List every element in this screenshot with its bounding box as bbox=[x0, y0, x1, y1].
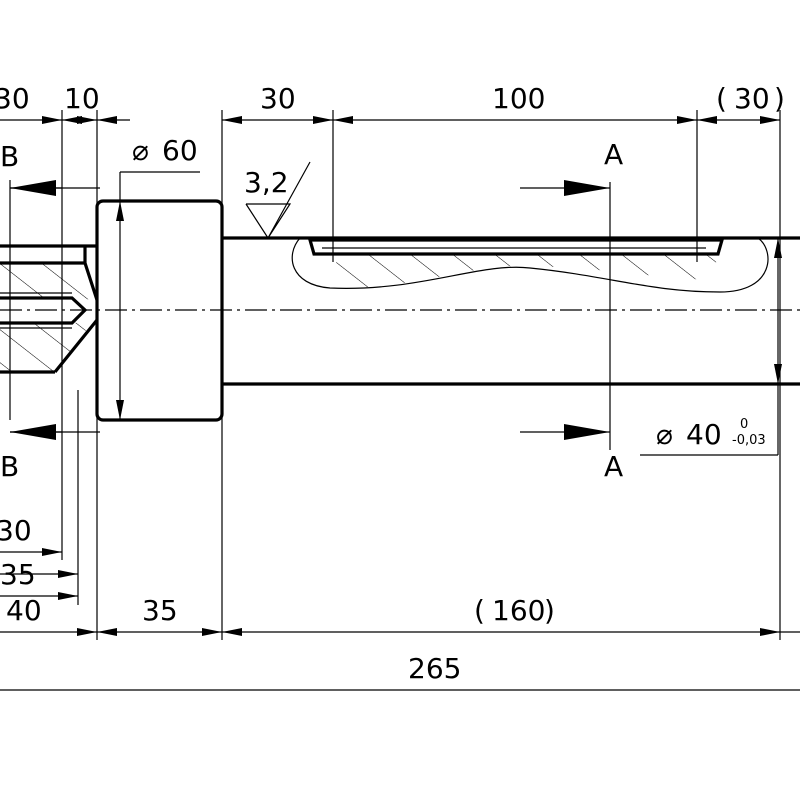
dim-10: 10 bbox=[64, 82, 100, 115]
dimension-lines bbox=[0, 110, 800, 691]
labels: 30 10 30 100 ( 30 ) ⌀ 60 3,2 A A B B ⌀ 4… bbox=[0, 82, 785, 685]
section-label-b-top: B bbox=[0, 140, 19, 173]
dim-dia-40: 40 bbox=[686, 418, 722, 451]
part-outline bbox=[0, 182, 800, 450]
dim-35-left: 35 bbox=[0, 558, 36, 591]
section-arrows bbox=[10, 180, 610, 440]
dim-30-ref-paren-close: ) bbox=[774, 82, 785, 115]
dim-dia-60: 60 bbox=[162, 134, 198, 167]
dim-35: 35 bbox=[142, 594, 178, 627]
dim-30-top-left: 30 bbox=[0, 82, 30, 115]
diameter-symbol-40: ⌀ bbox=[656, 418, 673, 451]
dim-dia-40-tol-lower: -0,03 bbox=[732, 433, 766, 448]
break-out-curve bbox=[291, 237, 769, 293]
dim-dia-40-tol-upper: 0 bbox=[740, 417, 748, 432]
dim-30-ref-paren-open: ( bbox=[716, 82, 727, 115]
left-hatch-area-2 bbox=[0, 322, 92, 372]
dim-160: 160 bbox=[492, 594, 545, 627]
dim-40: 40 bbox=[6, 594, 42, 627]
dim-30-ref: 30 bbox=[734, 82, 770, 115]
keyway bbox=[307, 238, 725, 256]
diameter-symbol-60: ⌀ bbox=[132, 134, 149, 167]
keyway-hatch bbox=[335, 254, 718, 288]
left-hatch-area bbox=[0, 263, 97, 300]
dim-265: 265 bbox=[408, 652, 461, 685]
section-label-a-bottom: A bbox=[604, 450, 623, 483]
dim-160-paren-close: ) bbox=[544, 594, 555, 627]
roughness-value: 3,2 bbox=[244, 166, 289, 199]
dim-30: 30 bbox=[260, 82, 296, 115]
dim-100: 100 bbox=[492, 82, 545, 115]
dim-160-paren-open: ( bbox=[474, 594, 485, 627]
section-label-a-top: A bbox=[604, 138, 623, 171]
section-label-b-bottom: B bbox=[0, 450, 19, 483]
dim-30-left: 30 bbox=[0, 514, 32, 547]
